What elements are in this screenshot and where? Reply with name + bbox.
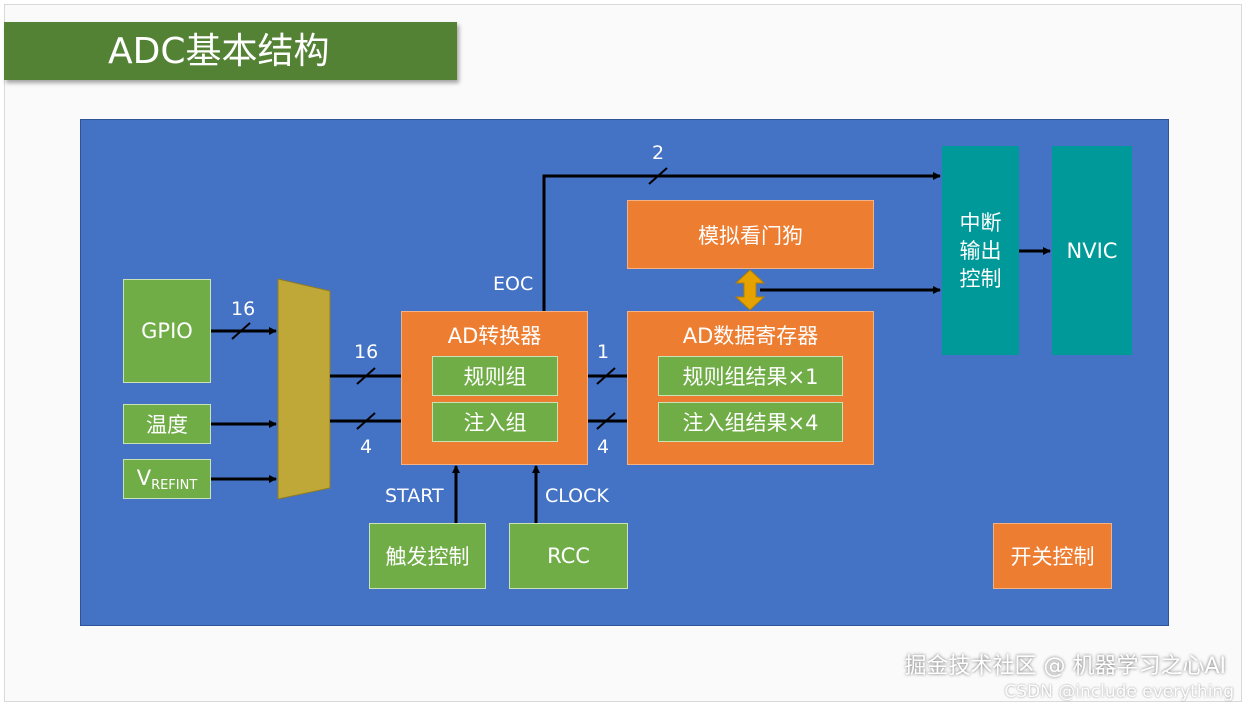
clock-label: CLOCK: [545, 485, 609, 507]
injected-result-block: 注入组结果×4: [658, 402, 843, 442]
injected-group-label: 注入组: [463, 411, 527, 435]
mux-regular-bus-width: 16: [354, 341, 379, 363]
regular-group-block: 规则组: [432, 356, 558, 396]
title-bar: ADC基本结构: [4, 22, 457, 80]
temperature-label: 温度: [146, 413, 188, 437]
start-label: START: [385, 485, 444, 507]
mux-injected-bus-width: 4: [360, 436, 373, 458]
trigger-control-block: 触发控制: [369, 523, 486, 589]
page-title: ADC基本结构: [108, 31, 330, 72]
rcc-label: RCC: [547, 544, 590, 568]
gpio-bus-width: 16: [231, 298, 256, 320]
regular-group-label: 规则组: [463, 365, 527, 389]
interrupt-control-line-1: 中断: [959, 210, 1002, 235]
interrupt-control-block: 中断 输出 控制: [942, 146, 1019, 355]
nvic-label: NVIC: [1066, 238, 1118, 263]
regular-result-block: 规则组结果×1: [658, 356, 843, 396]
injected-group-block: 注入组: [432, 402, 558, 442]
regular-result-label: 规则组结果×1: [682, 365, 819, 389]
trigger-control-label: 触发控制: [385, 545, 470, 569]
interrupt-bus-width: 2: [652, 142, 665, 164]
ad-converter-title: AD转换器: [447, 324, 542, 348]
vrefint-label: VREFINT: [137, 466, 198, 493]
vrefint-subscript: REFINT: [151, 477, 198, 493]
interrupt-control-line-3: 控制: [959, 266, 1002, 291]
temperature-block: 温度: [123, 404, 211, 444]
watermark-secondary: CSDN @include everything: [1004, 682, 1234, 702]
interrupt-control-line-2: 输出: [959, 238, 1002, 263]
analog-watchdog-block: 模拟看门狗: [627, 200, 874, 269]
nvic-block: NVIC: [1052, 146, 1132, 355]
vrefint-main: V: [136, 465, 152, 490]
regular-out-bus-width: 1: [597, 341, 610, 363]
switch-control-block: 开关控制: [993, 523, 1112, 589]
injected-out-bus-width: 4: [597, 436, 610, 458]
switch-control-label: 开关控制: [1010, 545, 1095, 569]
watermark-primary: 掘金技术社区 @ 机器学习之心AI: [904, 654, 1226, 679]
gpio-block: GPIO: [123, 279, 211, 383]
injected-result-label: 注入组结果×4: [682, 411, 819, 435]
gpio-label: GPIO: [141, 319, 193, 343]
rcc-block: RCC: [509, 523, 628, 589]
analog-watchdog-label: 模拟看门狗: [698, 223, 803, 248]
ad-data-register-title: AD数据寄存器: [682, 324, 819, 348]
vrefint-block: VREFINT: [123, 459, 211, 499]
eoc-label: EOC: [493, 273, 534, 295]
